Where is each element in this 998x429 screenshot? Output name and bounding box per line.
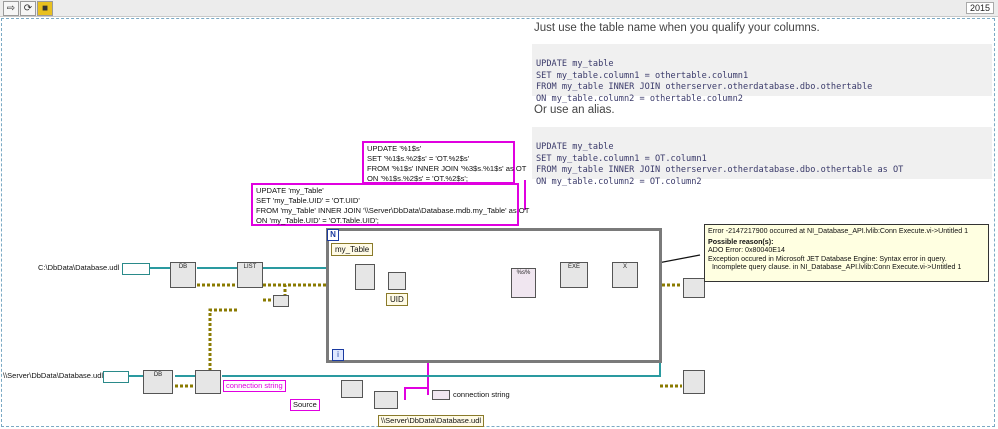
error-message-box: Error -2147217900 occurred at NI_Databas… (704, 224, 989, 282)
get-properties-node[interactable] (195, 370, 221, 394)
answer-intro: Just use the table name when you qualify… (534, 22, 820, 34)
close-connection-2-node[interactable] (683, 278, 705, 298)
code1-line-2: SET my_table.column1 = othertable.column… (536, 70, 749, 81)
code2-line-2: SET my_table.column1 = OT.column1 (536, 153, 707, 164)
code1-line-1: UPDATE my_table (536, 59, 614, 70)
connection-string-indicator-label: connection string (223, 380, 286, 392)
connection-string-label-2: connection string (453, 390, 510, 399)
error-line-3: Exception occured in Microsoft JET Datab… (708, 254, 947, 263)
build-path-node[interactable] (341, 380, 363, 398)
version-badge: 2015 (965, 2, 994, 14)
error-line-1: Error -2147217900 occurred at NI_Databas… (708, 227, 969, 235)
run-arrow-icon[interactable]: ⇨ (3, 1, 19, 16)
code-block-1: UPDATE my_table SET my_table.column1 = o… (532, 44, 992, 104)
error-heading: Possible reason(s): (708, 237, 774, 246)
code2-line-4: ON my_table.column2 = OT.column2 (536, 176, 702, 187)
udl-path-2-constant[interactable] (103, 371, 129, 383)
resulting-query-indicator: UPDATE 'my_Table' SET 'my_Table.UID' = '… (251, 183, 529, 226)
column-info-node[interactable] (388, 272, 406, 290)
close-connection-server-node[interactable] (683, 370, 705, 394)
alias-text: Or use an alias. (534, 104, 615, 116)
loop-count-terminal[interactable]: N (327, 229, 339, 241)
format-into-string-node[interactable]: %s% (511, 268, 536, 298)
strip-path-node[interactable] (374, 391, 398, 409)
code2-line-1: UPDATE my_table (536, 142, 614, 153)
error-line-2: ADO Error: 0x80040E14 (708, 246, 785, 255)
source-constant[interactable]: Source (290, 399, 320, 411)
execute-query-node[interactable]: EXE (560, 262, 588, 288)
udl-path-2-label: \\Server\DbData\Database.udl (3, 371, 104, 380)
unbundle-node[interactable] (273, 295, 289, 307)
code1-line-4: ON my_table.column2 = othertable.column2 (536, 93, 743, 104)
open-connection-server-node[interactable]: DB (143, 370, 173, 394)
code1-line-3: FROM my_table INNER JOIN otherserver.oth… (536, 82, 873, 93)
format-string-constant[interactable]: UPDATE '%1$s' SET '%1$s.%2$s' = 'OT.%2$s… (362, 141, 526, 184)
udl-path-1-constant[interactable] (122, 263, 150, 275)
close-connection-node[interactable]: X (612, 262, 638, 288)
server-db-path-constant[interactable]: \\Server\DbData\Database.udl (378, 415, 485, 427)
loop-iteration-terminal: i (332, 349, 344, 361)
code2-line-3: FROM my_table INNER JOIN otherserver.oth… (536, 165, 904, 176)
toolbar: ⇨ ⟳ ■ 2015 (0, 0, 998, 17)
abort-icon[interactable]: ■ (37, 1, 53, 16)
run-continuously-icon[interactable]: ⟳ (20, 1, 36, 16)
connection-string-indicator (432, 390, 450, 400)
table-name-constant[interactable]: my_Table (331, 243, 374, 256)
column-name-constant[interactable]: UID (386, 293, 408, 306)
code-block-2: UPDATE my_table SET my_table.column1 = O… (532, 127, 992, 187)
error-line-4: Incomplete query clause. in NI_Database_… (708, 263, 962, 272)
list-tables-node[interactable]: LIST (237, 262, 263, 288)
open-connection-node[interactable]: DB (170, 262, 196, 288)
for-loop-structure[interactable] (326, 228, 662, 363)
udl-path-1-label: C:\DbData\Database.udl (38, 263, 120, 272)
index-array-node[interactable] (355, 264, 375, 290)
